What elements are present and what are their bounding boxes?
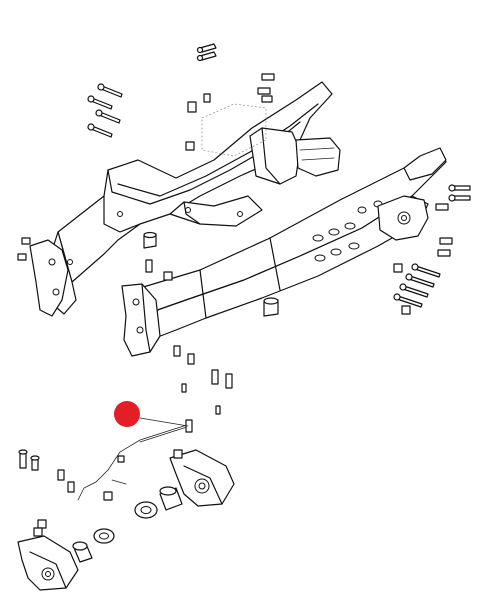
brake-line [77,419,193,501]
bushing-left [72,528,115,563]
upper-frame-rail [29,81,341,317]
callout-leader-line [139,417,189,427]
bolt-set-right-lower [393,263,441,315]
bolt-set-right-upper [435,184,471,257]
bolt-set-lower-left [18,449,75,529]
spring-hanger-left [17,527,79,591]
bushing-right [134,486,183,519]
bolt-set-left-column [87,83,123,138]
callout-marker [114,401,140,427]
spring-hanger-right [169,449,235,507]
bolt-set-upper-middle [185,73,275,151]
bolt-set-left-small [17,237,173,281]
bolt-set-top [196,43,217,62]
bolt-set-centre [173,345,233,415]
lower-frame-rail [121,147,447,357]
